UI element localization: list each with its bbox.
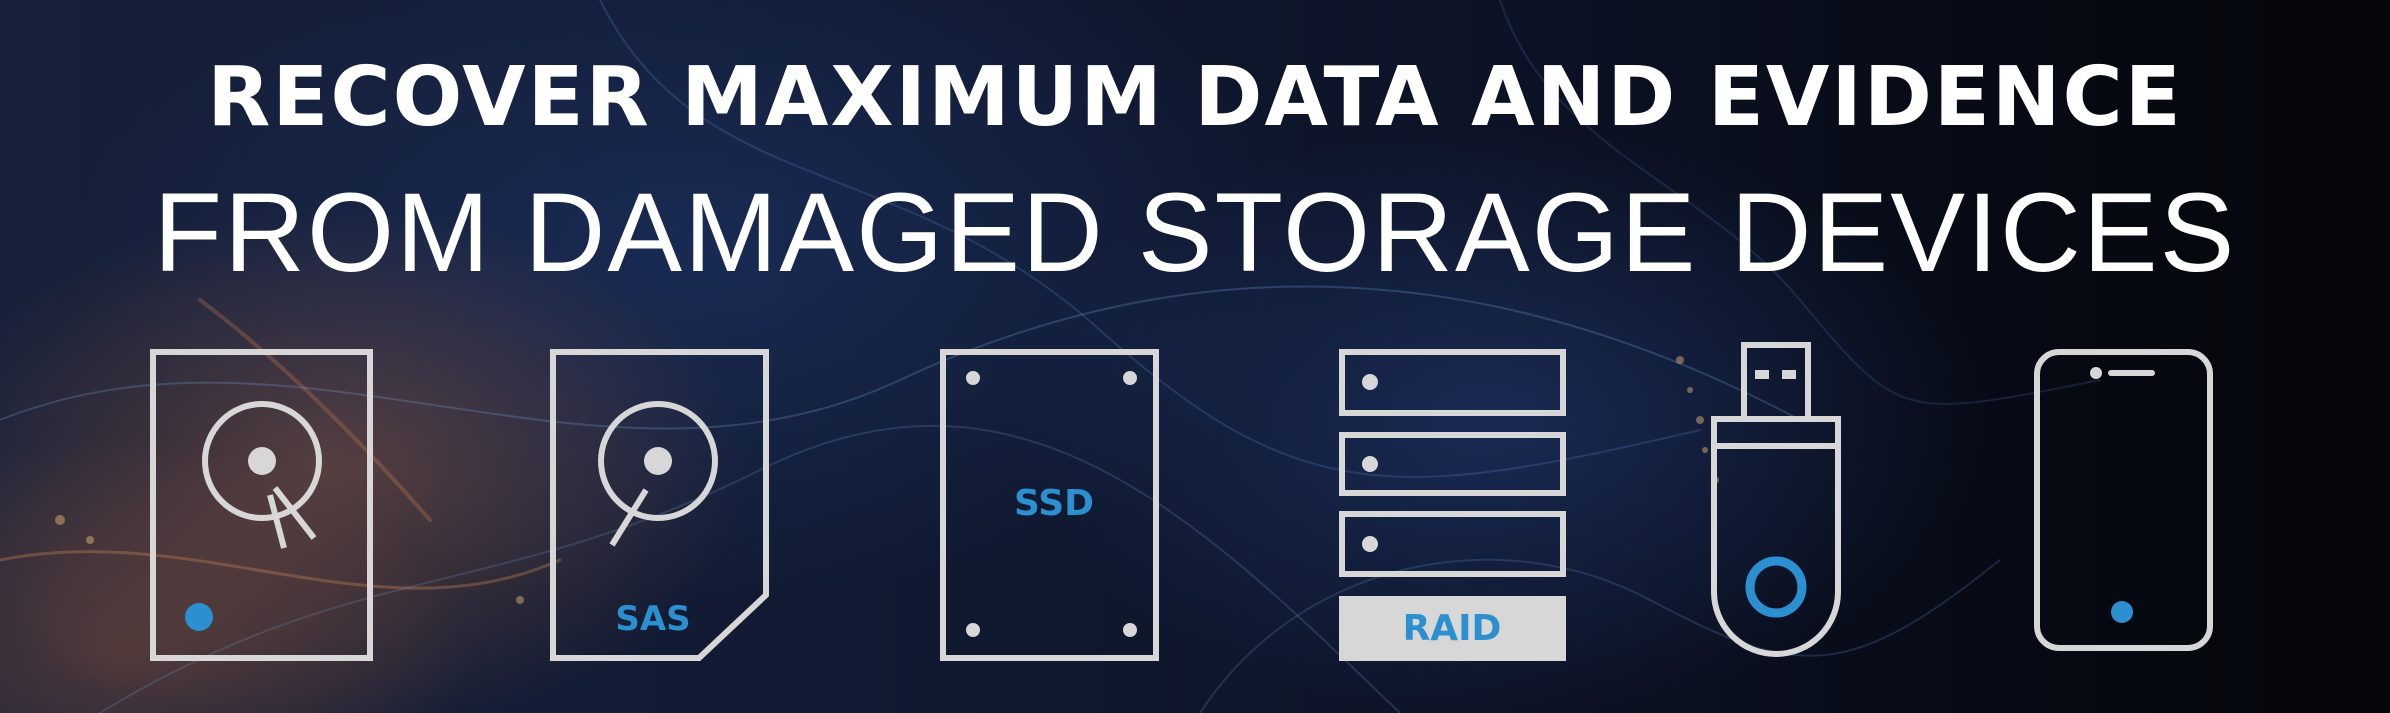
headline-primary: RECOVER MAXIMUM DATA AND EVIDENCE bbox=[207, 50, 2183, 145]
sas-drive-icon: SAS bbox=[550, 349, 769, 661]
headline-secondary: FROM DAMAGED STORAGE DEVICES bbox=[153, 170, 2237, 295]
raid-array-icon: RAID bbox=[1339, 349, 1566, 661]
raid-label: RAID bbox=[1403, 608, 1502, 649]
ssd-label: SSD bbox=[1014, 483, 1094, 524]
smartphone-icon bbox=[2034, 349, 2213, 651]
hard-drive-icon bbox=[150, 349, 373, 661]
ssd-icon: SSD bbox=[940, 349, 1159, 661]
usb-flash-drive-icon bbox=[1711, 342, 1841, 657]
sas-label: SAS bbox=[615, 599, 690, 639]
